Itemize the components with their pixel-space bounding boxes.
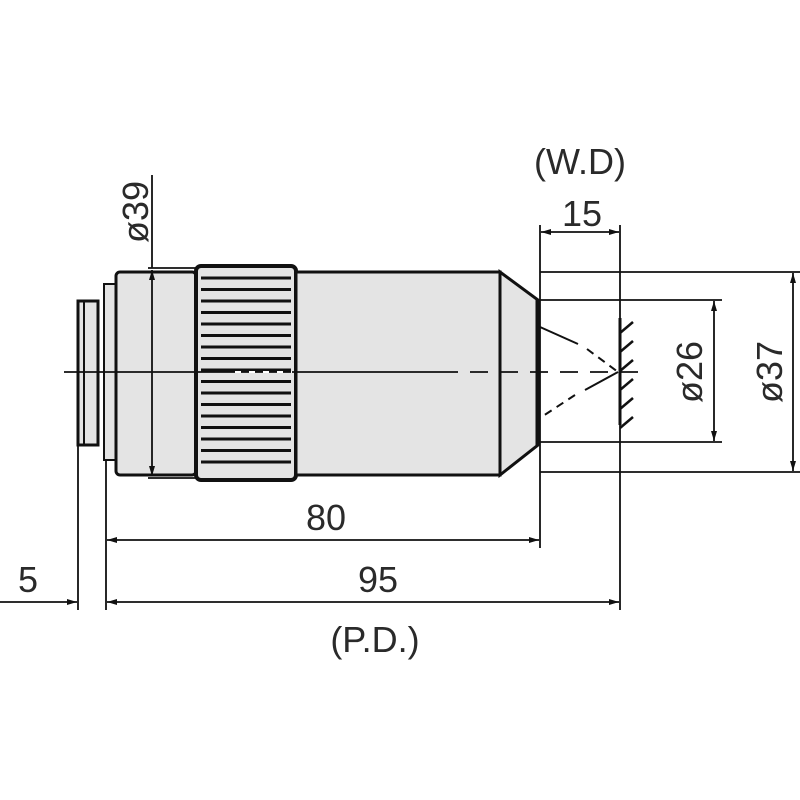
- specimen-plane: [618, 318, 634, 429]
- hatch-mark: [619, 340, 634, 353]
- mount-section: [114, 270, 198, 477]
- nose-taper: [498, 269, 540, 479]
- label-length-80: 80: [306, 497, 346, 538]
- dimension-arrows: [0, 229, 796, 605]
- label-pd-95: 95: [358, 559, 398, 600]
- label-wd-value: 15: [562, 193, 602, 234]
- light-cone: [539, 326, 619, 419]
- label-diameter-26: ø26: [669, 341, 710, 403]
- label-diameter-39: ø39: [115, 181, 156, 243]
- label-pd-caption: (P.D.): [330, 619, 419, 660]
- label-diameter-37: ø37: [749, 341, 790, 403]
- label-offset-5: 5: [18, 559, 38, 600]
- hatch-mark: [619, 397, 634, 410]
- barrel: [294, 270, 502, 477]
- hatch-mark: [619, 321, 634, 334]
- lens-body: [76, 264, 541, 482]
- thread: [76, 299, 100, 447]
- extension-lines: [77, 175, 800, 610]
- label-wd-caption: (W.D): [534, 141, 626, 182]
- hatch-mark: [619, 378, 634, 391]
- knurl-lines: [201, 276, 291, 464]
- hatch-mark: [619, 416, 634, 429]
- hatch-mark: [619, 359, 634, 372]
